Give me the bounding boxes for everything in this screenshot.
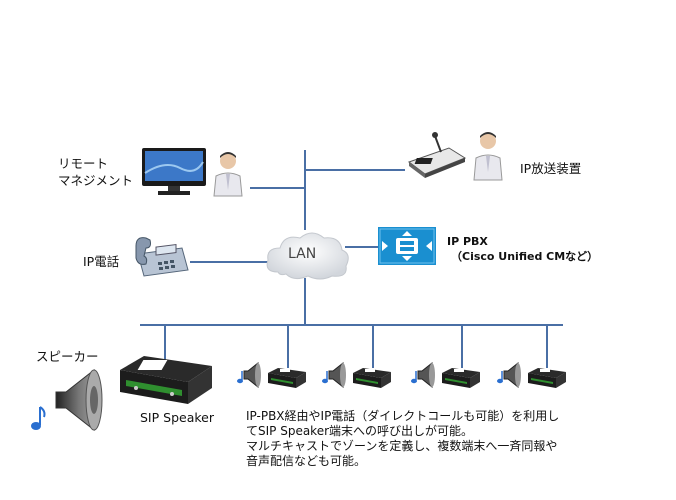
console-icon	[407, 132, 467, 178]
speaker-icon	[503, 361, 521, 389]
zone-device-group	[410, 360, 482, 390]
speaker-icon	[55, 368, 103, 432]
music-note-icon	[31, 406, 46, 430]
phone-icon	[135, 237, 189, 277]
speaker-label: スピーカー	[36, 349, 99, 364]
sip-device-icon	[353, 368, 391, 388]
music-note-icon	[237, 371, 243, 384]
sip-device-icon	[528, 368, 566, 388]
person-icon	[473, 132, 503, 181]
pbx-icon	[378, 227, 436, 265]
person-icon	[213, 152, 243, 197]
ip-phone-label: IP電話	[83, 254, 120, 269]
zone-device-group	[236, 360, 308, 390]
ip-pbx-label: IP PBX （Cisco Unified CMなど）	[447, 235, 599, 263]
monitor-icon	[142, 148, 206, 195]
sip-device-icon	[268, 368, 306, 388]
zone-device-group	[321, 360, 393, 390]
speaker-icon	[243, 361, 261, 389]
speaker-icon	[328, 361, 346, 389]
sip-device-icon	[120, 356, 212, 404]
zone-device-group	[496, 360, 568, 390]
music-note-icon	[411, 371, 417, 384]
ip-broadcast-label: IP放送装置	[520, 161, 582, 176]
sip-speaker-label: SIP Speaker	[140, 410, 214, 425]
music-note-icon	[322, 371, 328, 384]
sip-device-icon	[442, 368, 480, 388]
speaker-icon	[417, 361, 435, 389]
music-note-icon	[497, 371, 503, 384]
description-text: IP-PBX経由やIP電話（ダイレクトコールも可能）を利用し てSIP Spea…	[246, 409, 560, 468]
lan-label: LAN	[288, 246, 317, 262]
cloud-icon	[266, 232, 349, 280]
remote-management-label: リモート マネジメント	[58, 156, 134, 188]
